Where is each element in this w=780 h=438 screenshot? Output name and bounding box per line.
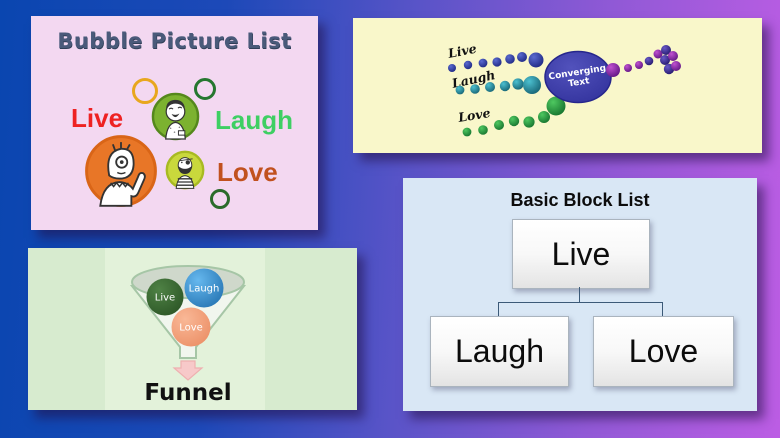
bubble-picture-list-panel: Bubble Picture List Live Laugh Love — [31, 16, 318, 230]
ring-icon — [132, 78, 158, 104]
funnel-bubble-love: Love — [171, 307, 211, 347]
basic-block-list-title: Basic Block List — [510, 190, 650, 210]
funnel-label-laugh: Laugh — [189, 284, 220, 295]
dot-tail-converged — [606, 45, 681, 77]
funnel-bubble-live: Live — [146, 278, 184, 316]
bubble-picture-list-title: Bubble Picture List — [57, 29, 292, 53]
dot-row-love — [462, 96, 566, 137]
bubble-label-love: Love — [217, 157, 278, 187]
converging-center-label-line2: Text — [568, 76, 591, 89]
dot-row-laugh — [455, 76, 541, 95]
bubble-label-laugh: Laugh — [215, 105, 293, 135]
love-avatar-icon — [165, 150, 205, 190]
converging-diagram: Live Laugh Love Converging Text — [446, 41, 681, 137]
converging-panel: Live Laugh Love Converging Text — [353, 18, 762, 153]
connector-line — [579, 287, 580, 302]
converging-row-label-love: Love — [456, 105, 491, 125]
dot-row-live — [448, 52, 544, 72]
funnel-diagram: Live Laugh Love Funnel — [129, 265, 247, 406]
basic-block-list-panel: Basic Block List Live Laugh Love — [403, 178, 757, 411]
block-live: Live — [512, 219, 650, 289]
converging-row-label-live: Live — [446, 41, 478, 61]
funnel-caption: Funnel — [144, 380, 231, 406]
laugh-avatar-icon — [151, 92, 200, 141]
funnel-label-love: Love — [179, 323, 203, 334]
block-love: Love — [593, 316, 734, 387]
connector-line — [498, 302, 499, 316]
converging-center-ellipse — [544, 50, 612, 104]
live-avatar-icon — [85, 135, 157, 207]
connector-line — [662, 302, 663, 316]
down-arrow-icon — [172, 360, 204, 381]
funnel-panel: Live Laugh Love Funnel — [28, 248, 357, 410]
connector-line — [498, 302, 663, 303]
bubble-label-live: Live — [71, 103, 124, 133]
funnel-label-live: Live — [155, 293, 175, 304]
ring-icon — [194, 78, 216, 100]
block-laugh: Laugh — [430, 316, 569, 387]
ring-icon — [210, 189, 230, 209]
funnel-bubble-laugh: Laugh — [184, 268, 224, 308]
